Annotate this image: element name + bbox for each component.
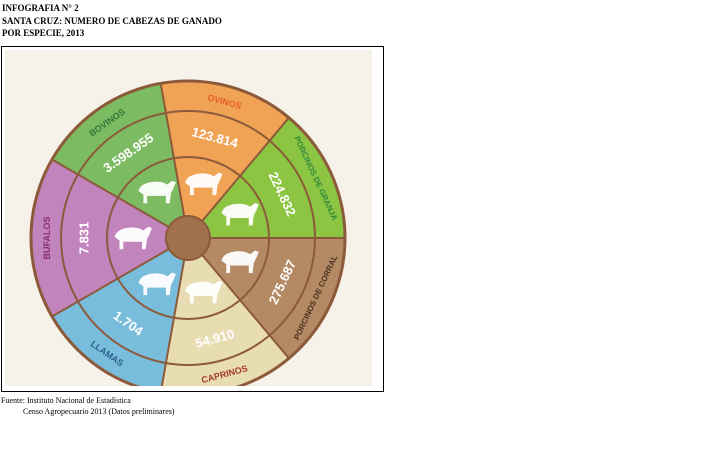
infographic-subtitle: POR ESPECIE, 2013 <box>2 28 85 38</box>
spoke-line <box>51 248 170 318</box>
infographic-title: SANTA CRUZ: NUMERO DE CABEZAS DE GANADO <box>2 15 222 26</box>
animal-icon-caprinos <box>185 280 223 304</box>
spoke-line <box>159 83 186 217</box>
wedge-ovinos <box>160 81 289 238</box>
spoke-line <box>201 117 290 222</box>
animal-icon-ovinos <box>185 172 223 196</box>
animal-icons <box>114 172 259 304</box>
wedge-bufalos <box>30 159 188 317</box>
wedge-bovinos <box>52 83 188 238</box>
animal-icon-porcinos-de-corral <box>221 250 259 273</box>
value-label-bufalos: 7.831 <box>77 222 92 255</box>
animal-icon-llamas <box>138 272 176 296</box>
source-note: Fuente: Instituto Nacional de Estadístic… <box>1 396 175 417</box>
wheel-lines <box>29 79 347 386</box>
source-line-2: Censo Agropecuario 2013 (Datos prelimina… <box>23 406 175 416</box>
animal-icon-bovinos <box>138 180 176 204</box>
spoke-line <box>160 259 186 386</box>
spoke-line <box>201 254 290 359</box>
infographic-number: INFOGRAFIA N° 2 <box>2 3 79 13</box>
spoke-line <box>51 158 170 228</box>
center-hub <box>165 215 211 261</box>
wedge-caprinos <box>161 238 289 386</box>
infographic-heading: INFOGRAFIA N° 2 SANTA CRUZ: NUMERO DE CA… <box>2 2 222 40</box>
source-line-1: Fuente: Instituto Nacional de Estadístic… <box>1 396 131 405</box>
animal-icon-porcinos-de-granja <box>221 203 259 226</box>
category-label-bufalos: BUFALOS <box>42 216 52 259</box>
animal-icon-bufalos <box>114 226 152 250</box>
